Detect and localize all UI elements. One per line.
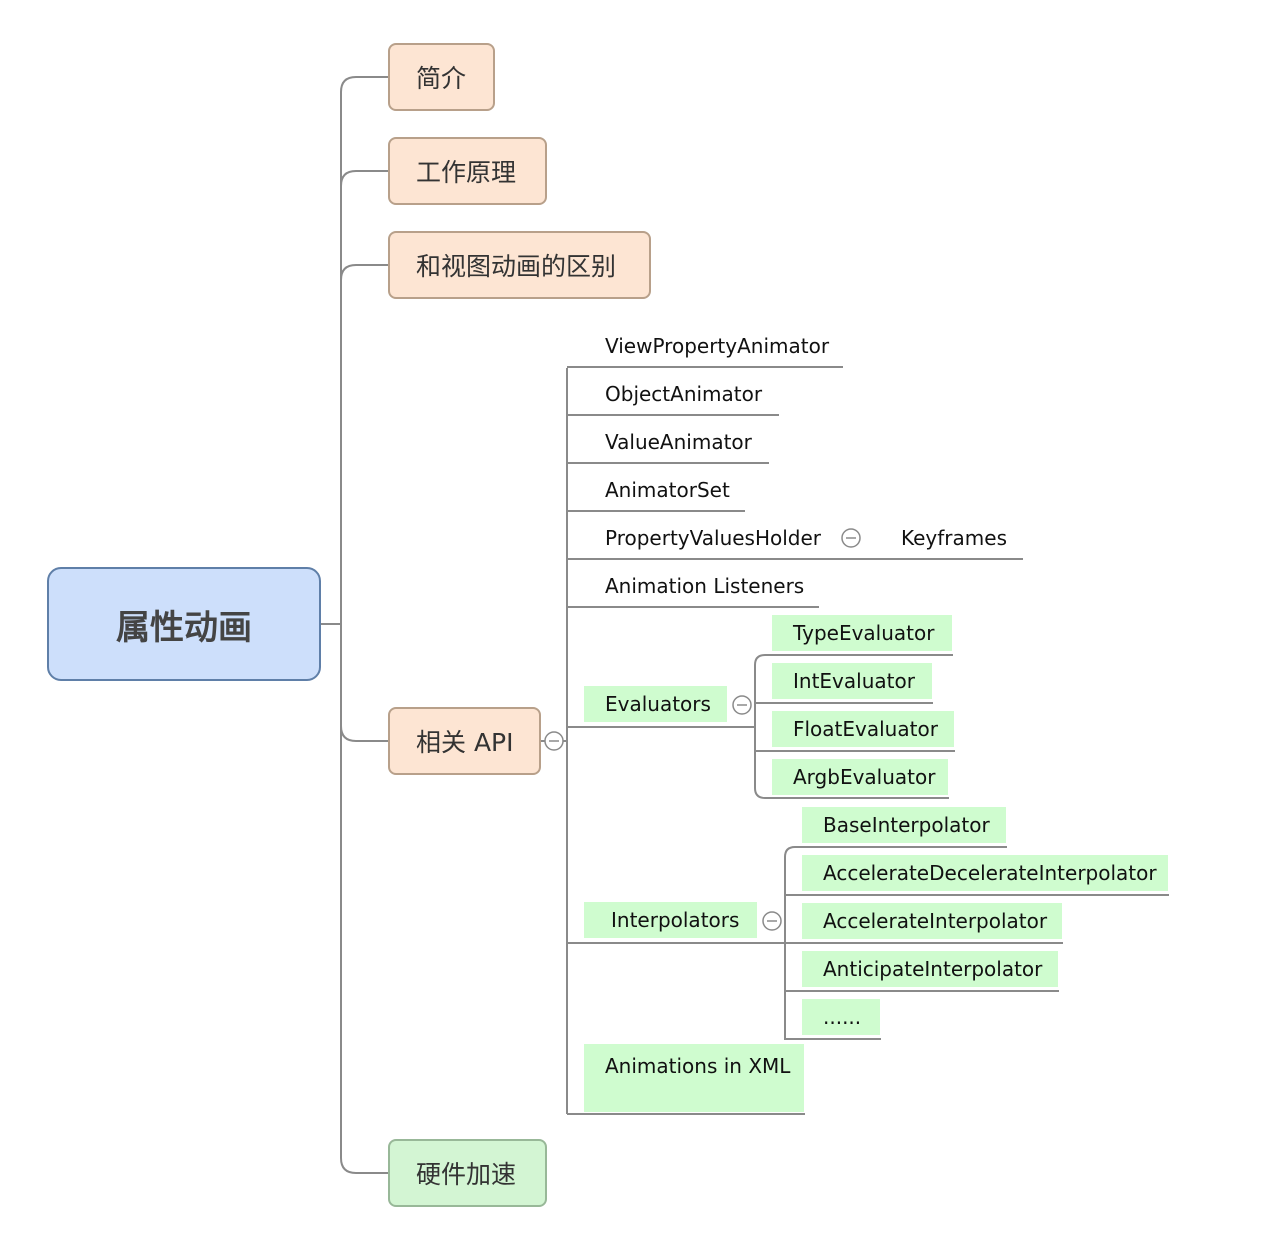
interpolator-more[interactable]: ...... <box>802 999 880 1035</box>
api-item-animatorset[interactable]: AnimatorSet <box>605 478 730 502</box>
api-item-animations-in-xml[interactable]: Animations in XML <box>584 1044 804 1112</box>
topic-hardware-acceleration[interactable]: 硬件加速 <box>388 1139 547 1207</box>
topic-related-api[interactable]: 相关 API <box>388 707 541 775</box>
interpolator-anticipate[interactable]: AnticipateInterpolator <box>802 951 1058 987</box>
api-item-objectanimator[interactable]: ObjectAnimator <box>605 382 763 406</box>
topic-how-it-works[interactable]: 工作原理 <box>388 137 547 205</box>
topic-diff-view-animation[interactable]: 和视图动画的区别 <box>388 231 651 299</box>
api-item-keyframes[interactable]: Keyframes <box>901 526 1007 550</box>
api-item-viewpropertyanimator[interactable]: ViewPropertyAnimator <box>605 334 830 358</box>
collapse-toggle-propertyvaluesholder-button[interactable] <box>841 528 861 548</box>
api-item-evaluators[interactable]: Evaluators <box>584 686 727 722</box>
api-item-propertyvaluesholder[interactable]: PropertyValuesHolder <box>605 526 822 550</box>
api-item-interpolators[interactable]: Interpolators <box>584 902 757 938</box>
evaluator-int[interactable]: IntEvaluator <box>772 663 932 699</box>
interpolator-base[interactable]: BaseInterpolator <box>802 807 1006 843</box>
api-item-animation-listeners[interactable]: Animation Listeners <box>605 574 805 598</box>
interpolator-accelerate-decelerate[interactable]: AccelerateDecelerateInterpolator <box>802 855 1168 891</box>
root-topic[interactable]: 属性动画 <box>47 567 321 681</box>
api-item-valueanimator[interactable]: ValueAnimator <box>605 430 752 454</box>
evaluator-argb[interactable]: ArgbEvaluator <box>772 759 948 795</box>
interpolator-accelerate[interactable]: AccelerateInterpolator <box>802 903 1062 939</box>
collapse-toggle-evaluators-button[interactable] <box>732 695 752 715</box>
evaluator-type[interactable]: TypeEvaluator <box>772 615 952 651</box>
collapse-toggle-interpolators-button[interactable] <box>762 911 782 931</box>
evaluator-float[interactable]: FloatEvaluator <box>772 711 954 747</box>
collapse-toggle-api-button[interactable] <box>544 731 564 751</box>
topic-intro[interactable]: 简介 <box>388 43 495 111</box>
